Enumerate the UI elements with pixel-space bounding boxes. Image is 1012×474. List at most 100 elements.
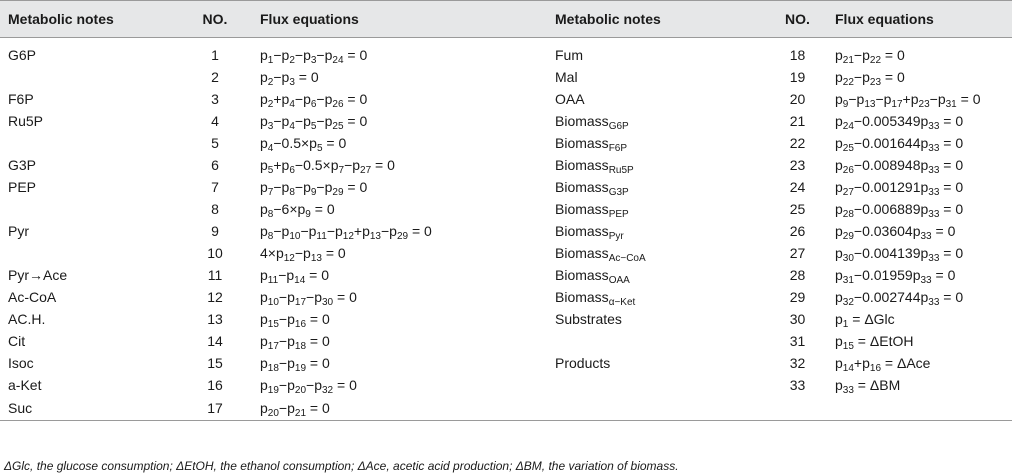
metabolic-note-2: BiomassG6P	[555, 113, 629, 132]
metabolic-note: G3P	[8, 157, 37, 173]
metabolic-note-2: Substrates	[555, 311, 622, 327]
metabolic-note: Suc	[0, 396, 170, 421]
header-no-2: NO.	[760, 0, 835, 38]
flux-equation: p2+p4−p6−p26 = 0	[260, 91, 368, 110]
flux-equation: p15−p16 = 0	[260, 311, 330, 330]
flux-equation: p1−p2−p3−p24 = 0	[260, 47, 368, 66]
reaction-number: 8	[211, 201, 219, 217]
flux-equation: 4×p12−p13 = 0	[260, 245, 346, 264]
reaction-number-2: 29	[789, 289, 806, 305]
reaction-number-2: 18	[789, 47, 806, 63]
reaction-number-2: 23	[789, 157, 806, 173]
metabolic-note: AC.H.	[8, 311, 46, 327]
flux-equation-2: p25−0.001644p33 = 0	[835, 135, 964, 154]
flux-equation: p17−p18 = 0	[260, 333, 330, 352]
flux-equation-2: p27−0.001291p33 = 0	[835, 179, 964, 198]
metabolic-note	[0, 66, 170, 88]
flux-equation-2: p1 = ΔGlc	[835, 311, 895, 330]
metabolic-note	[0, 132, 170, 154]
metabolic-note-2: Biomassα−Ket	[555, 289, 636, 308]
reaction-number-2: 19	[789, 69, 806, 85]
flux-equation-2: p14+p16 = ΔAce	[835, 355, 931, 374]
metabolic-note-2: BiomassAc−CoA	[555, 245, 646, 264]
metabolic-note: G6P	[8, 47, 37, 63]
reaction-number: 5	[211, 135, 219, 151]
flux-equation: p5+p6−0.5×p7−p27 = 0	[260, 157, 395, 176]
metabolic-note-2	[555, 330, 760, 352]
metabolic-note	[0, 198, 170, 220]
header-metabolic-notes: Metabolic notes	[0, 0, 170, 38]
reaction-number: 3	[211, 91, 219, 107]
metabolic-note-2	[555, 374, 760, 396]
flux-equation: p7−p8−p9−p29 = 0	[260, 179, 368, 198]
flux-equation: p4−0.5×p5 = 0	[260, 135, 347, 154]
reaction-number-2: 24	[789, 179, 806, 195]
reaction-number-2: 27	[789, 245, 806, 261]
flux-equation: p8−6×p9 = 0	[260, 201, 335, 220]
metabolic-note: Cit	[8, 333, 26, 349]
reaction-number-2: 22	[789, 135, 806, 151]
table-row: 5 p4−0.5×p5 = 0 BiomassF6P 22 p25−0.001644p3…	[0, 132, 1012, 154]
metabolic-note-2	[555, 396, 760, 421]
metabolic-note: Pyr→Ace	[8, 267, 68, 283]
table-row: 2 p2−p3 = 0 Mal 19 p22−p23 = 0	[0, 66, 1012, 88]
flux-equation: p10−p17−p30 = 0	[260, 289, 357, 308]
flux-equation: p2−p3 = 0	[260, 69, 319, 88]
reaction-number-2	[760, 396, 835, 421]
reaction-number-2: 33	[789, 377, 806, 393]
header-metabolic-notes-2: Metabolic notes	[555, 0, 760, 38]
metabolic-note-2: Mal	[555, 69, 578, 85]
metabolic-note: F6P	[8, 91, 34, 107]
reaction-number-2: 20	[789, 91, 806, 107]
reaction-number: 12	[207, 289, 223, 305]
metabolic-note: Ac-CoA	[8, 289, 57, 305]
metabolic-note: PEP	[8, 179, 37, 195]
flux-equation: p8−p10−p11−p12+p13−p29 = 0	[260, 223, 432, 242]
reaction-number: 14	[207, 333, 223, 349]
flux-equation-2: p30−0.004139p33 = 0	[835, 245, 964, 264]
metabolic-note-2: BiomassF6P	[555, 135, 628, 154]
flux-equation: p18−p19 = 0	[260, 355, 330, 374]
metabolic-note-2: BiomassPyr	[555, 223, 624, 242]
flux-equation-2: p22−p23 = 0	[835, 69, 905, 88]
reaction-number: 15	[207, 355, 223, 371]
reaction-number: 11	[207, 267, 223, 283]
flux-equation-2: p21−p22 = 0	[835, 47, 905, 66]
flux-equation-2: p33 = ΔBM	[835, 377, 901, 396]
table-row: 10 4×p12−p13 = 0 BiomassAc−CoA 27 p30−0.0041…	[0, 242, 1012, 264]
reaction-number: 13	[207, 311, 223, 327]
flux-equation-2: p31−0.01959p33 = 0	[835, 267, 956, 286]
reaction-number-2: 28	[789, 267, 806, 283]
flux-equations-table: Metabolic notes NO. Flux equations Metab…	[0, 0, 1012, 421]
flux-equation: p3−p4−p5−p25 = 0	[260, 113, 368, 132]
metabolic-note	[0, 242, 170, 264]
reaction-number: 6	[211, 157, 219, 173]
reaction-number: 16	[207, 377, 223, 393]
reaction-number: 17	[170, 396, 260, 421]
flux-equation: p11−p14 = 0	[260, 267, 330, 286]
reaction-number: 10	[207, 245, 223, 261]
reaction-number-2: 25	[789, 201, 806, 217]
flux-equation-2	[835, 396, 1012, 421]
reaction-number-2: 21	[789, 113, 806, 129]
metabolic-note-2: BiomassRu5P	[555, 157, 634, 176]
table-footnote: ΔGlc, the glucose consumption; ΔEtOH, th…	[4, 459, 679, 473]
reaction-number-2: 30	[789, 311, 806, 327]
metabolic-note-2: BiomassPEP	[555, 201, 629, 220]
reaction-number-2: 26	[789, 223, 806, 239]
metabolic-note: a-Ket	[8, 377, 42, 393]
flux-equation: p19−p20−p32 = 0	[260, 377, 357, 396]
reaction-number: 4	[211, 113, 219, 129]
reaction-number: 2	[211, 69, 219, 85]
table-row: a-Ket 16 p19−p20−p32 = 0 33 p33 = ΔBM	[0, 374, 1012, 396]
flux-equation: p20−p21 = 0	[260, 396, 555, 421]
flux-equation-2: p29−0.03604p33 = 0	[835, 223, 956, 242]
